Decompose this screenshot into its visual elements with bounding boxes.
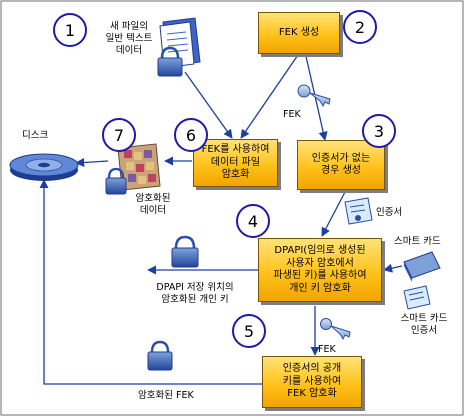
arrow-certgen-to-dpapi [321,191,346,237]
box-dpapi-encrypt-private-key: DPAPI(임의로 생성된 사용자 암호에서 파생된 키)를 사용하여 개인 키… [258,238,382,302]
label-encrypted-data: 암호화된 데이터 [135,193,171,216]
label-encrypted-fek: 암호화된 FEK [138,390,194,401]
label-fek-key-step5: FEK [318,344,336,355]
label-disk: 디스크 [22,130,49,141]
box-certificate-generation: 인증서가 없는 경우 생성 [297,140,385,190]
label-fek-key: FEK [283,109,301,120]
box-encrypt-data: FEK를 사용하여 데이터 파일 암호화 [193,139,278,187]
certificate-icon [344,197,373,225]
box-fek-generation: FEK 생성 [258,12,340,54]
smart-card-certificate-icon [403,285,431,310]
arrow-plaintext-to-encrypt [184,71,233,139]
arrow-data-to-disk [75,157,109,168]
encrypted-data-icon [117,143,161,191]
document-icon [159,17,201,69]
key-icon [297,84,331,108]
label-plaintext-data: 새 파일의 일반 텍스트 데이터 [105,21,153,56]
arrow-smartcard-to-dpapi [383,263,403,273]
lock-icon [171,235,199,268]
step-badge-2: 2 [343,10,377,44]
step-badge-3: 3 [362,114,396,148]
label-smart-card: 스마트 카드 [394,236,441,247]
key-icon [320,318,351,341]
arrow-encrypted-fek-to-disk [39,179,262,385]
step-badge-1: 1 [53,13,87,47]
label-dpapi-store: DPAPI 저장 위치의 암호화된 개인 키 [156,282,234,305]
box-encrypt-fek-with-public-key: 인증서의 공개 키를 사용하여 FEK 암호화 [262,356,362,408]
arrow-fek-to-encrypt [240,51,301,139]
disk-icon [9,153,79,181]
smart-card-icon [403,251,441,282]
step-badge-4: 4 [236,204,270,238]
lock-icon [147,340,173,371]
label-certificate: 인증서 [376,207,403,218]
lock-icon [105,167,127,195]
lock-icon [157,46,183,77]
label-smart-card-certificate: 스마트 카드 인증서 [400,313,448,336]
step-badge-7: 7 [102,118,136,152]
step-badge-5: 5 [232,314,266,348]
step-badge-6: 6 [174,118,208,152]
